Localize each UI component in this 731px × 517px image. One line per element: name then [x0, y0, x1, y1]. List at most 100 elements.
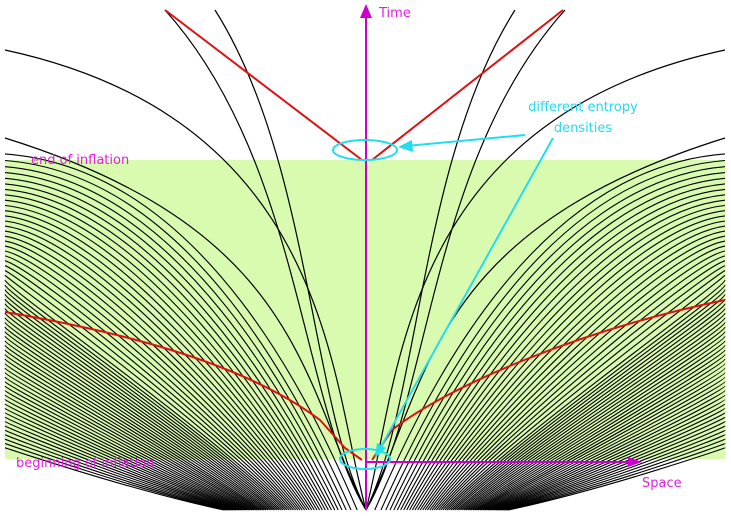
worldline-curve	[479, 367, 726, 511]
worldline-curve	[465, 331, 726, 511]
red-curve-lower-right	[371, 299, 726, 461]
worldline-curve	[4, 265, 294, 511]
worldline-curve	[4, 363, 255, 511]
space-label: Space	[642, 476, 682, 491]
worldline-curve	[502, 429, 726, 511]
space-arrowhead	[628, 457, 642, 467]
worldline-curve	[403, 194, 726, 511]
worldline-curve	[4, 367, 253, 511]
worldline-curve	[4, 349, 260, 511]
lower-ellipse	[339, 448, 391, 470]
worldline-curve	[414, 215, 726, 511]
end-of-inflation-label: end of inflation	[31, 153, 129, 168]
worldline-curve	[497, 416, 726, 511]
worldline-curve	[4, 345, 262, 511]
worldline-curve	[498, 420, 726, 511]
worldline-curve	[4, 274, 290, 511]
worldline-curve	[4, 177, 339, 511]
worldline-curve	[4, 230, 310, 511]
worldline-curve	[4, 317, 272, 511]
space-axis	[366, 457, 642, 467]
worldline-curve	[4, 153, 358, 511]
worldline-curve	[4, 220, 315, 511]
worldline-curve	[4, 429, 230, 511]
worldline-curve	[4, 270, 292, 511]
worldline-curve	[435, 260, 726, 511]
worldline-curve	[4, 284, 286, 511]
worldline-curve	[4, 394, 243, 511]
worldline-curve	[409, 204, 726, 511]
worldline-curve	[474, 353, 726, 511]
worldline-curve	[472, 349, 726, 511]
worldline-curve	[4, 421, 234, 511]
worldline-curve	[494, 407, 726, 511]
worldline-curve	[446, 284, 726, 511]
worldline-curve	[4, 372, 251, 511]
worldline-curve	[4, 279, 288, 511]
worldline-curve	[456, 307, 726, 511]
worldline-curve	[503, 434, 726, 511]
worldline-curve	[4, 398, 241, 511]
worldline-curve	[4, 326, 269, 511]
annotation-arrowhead-lower	[375, 443, 386, 458]
red-curve-lower-left	[4, 311, 363, 461]
worldline-curve	[450, 293, 726, 511]
worldline-curve	[491, 398, 726, 511]
worldline-curve	[4, 159, 352, 511]
worldline-curve	[467, 335, 726, 511]
time-label: Time	[378, 6, 411, 21]
worldline-curve	[393, 177, 726, 511]
worldline-curve	[4, 412, 237, 511]
annotation-arrow-lower	[377, 137, 554, 453]
worldline-curve	[438, 265, 726, 511]
worldline-curve	[477, 363, 726, 511]
worldline-curve	[4, 172, 343, 511]
worldline-curve	[4, 416, 235, 511]
worldline-curve	[419, 225, 726, 511]
worldline-curve	[4, 390, 245, 511]
worldline-curve	[461, 321, 726, 511]
worldline-curve	[484, 381, 726, 511]
worldline-curve	[389, 172, 726, 511]
worldline-curve	[4, 289, 284, 511]
worldline-curve	[4, 298, 280, 511]
worldline-curve	[400, 188, 726, 511]
annotation-text-line1: different entropy	[528, 100, 638, 115]
worldline-curve	[487, 389, 726, 511]
annotation-arrowhead-upper	[398, 140, 413, 152]
worldline-curve	[4, 245, 303, 511]
worldline-curve	[454, 303, 726, 511]
worldline-curve	[442, 274, 726, 511]
worldline-curve	[4, 425, 232, 511]
worldline-curve	[4, 293, 282, 511]
worldline-curve	[448, 289, 726, 511]
worldline-curve	[406, 199, 726, 511]
worldline-curve	[486, 385, 726, 511]
worldline-curve	[4, 335, 265, 511]
worldline-curve	[4, 403, 240, 511]
worldline-curve	[4, 438, 227, 511]
worldline-curve	[4, 204, 323, 511]
worldline-curve	[4, 188, 332, 511]
worldline-curve	[4, 381, 248, 511]
worldline-curve	[4, 358, 256, 511]
worldline-curve	[505, 438, 726, 511]
steep-worldline-curve	[214, 9, 367, 511]
worldline-curve	[4, 225, 313, 511]
worldline-curve	[4, 340, 263, 511]
worldline-curve	[460, 317, 726, 511]
worldline-curve	[4, 407, 238, 511]
worldline-curve	[508, 447, 726, 511]
worldline-curve	[424, 235, 726, 511]
worldline-curve	[506, 442, 726, 511]
worldline-curve	[4, 322, 271, 511]
worldline-curve	[495, 412, 726, 511]
outer-worldline-curve	[4, 49, 367, 511]
red-curve-upper-left	[164, 9, 363, 161]
annotation-text-line2: densities	[554, 121, 613, 136]
worldline-curve	[417, 220, 726, 511]
worldline-curve	[431, 250, 726, 511]
steep-worldline-curve	[164, 9, 367, 511]
worldline-curve	[463, 326, 726, 511]
worldline-curve	[4, 260, 297, 511]
